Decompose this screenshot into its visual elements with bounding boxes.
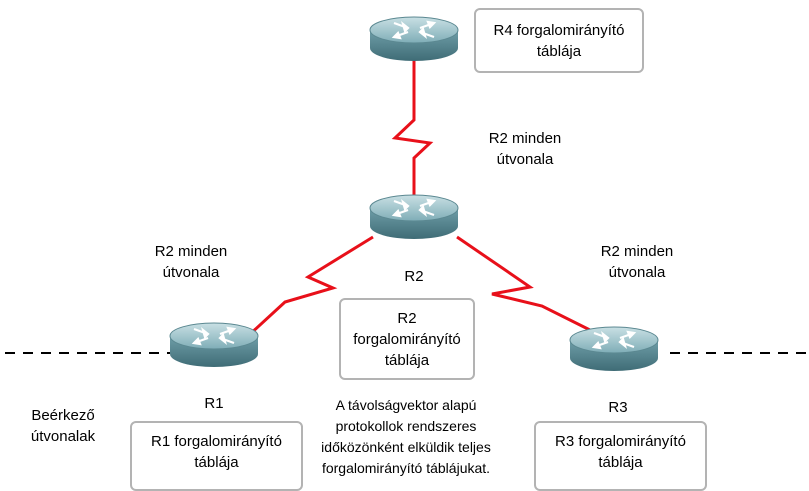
routing-table-r4: R4 forgalomirányító táblája	[474, 8, 644, 73]
routing-table-r4-text: R4 forgalomirányító táblája	[493, 21, 625, 60]
router-r4	[368, 15, 460, 63]
route-label-to-r3: R2 minden útvonala	[600, 243, 674, 281]
link-r4-r2	[391, 60, 434, 205]
link-r2-r3	[456, 235, 601, 337]
route-label-to-r4: R2 minden útvonala	[488, 130, 562, 168]
route-label-to-r1: R2 minden útvonala	[154, 243, 228, 281]
routing-table-r1-text: R1 forgalomirányító táblája	[151, 433, 282, 471]
router-label-r2: R2	[404, 268, 424, 285]
router-r1	[168, 321, 260, 369]
network-diagram	[5, 15, 809, 373]
link-r2-r1	[246, 235, 374, 338]
router-label-r1: R1	[204, 395, 224, 412]
router-label-r3: R3	[608, 399, 628, 416]
router-r2	[368, 193, 460, 241]
routing-table-r3-text: R3 forgalomirányító táblája	[555, 433, 686, 471]
routing-table-r2-text: R2 forgalomirányító táblája	[353, 309, 461, 369]
routing-table-r3: R3 forgalomirányító táblája	[534, 421, 707, 491]
routing-table-r1: R1 forgalomirányító táblája	[130, 421, 303, 491]
description-caption: A távolságvektor alapú protokollok rends…	[321, 397, 491, 476]
routing-table-r2: R2 forgalomirányító táblája	[339, 298, 475, 380]
incoming-routes-label: Beérkező útvonalak	[30, 407, 96, 445]
router-r3	[568, 325, 660, 373]
